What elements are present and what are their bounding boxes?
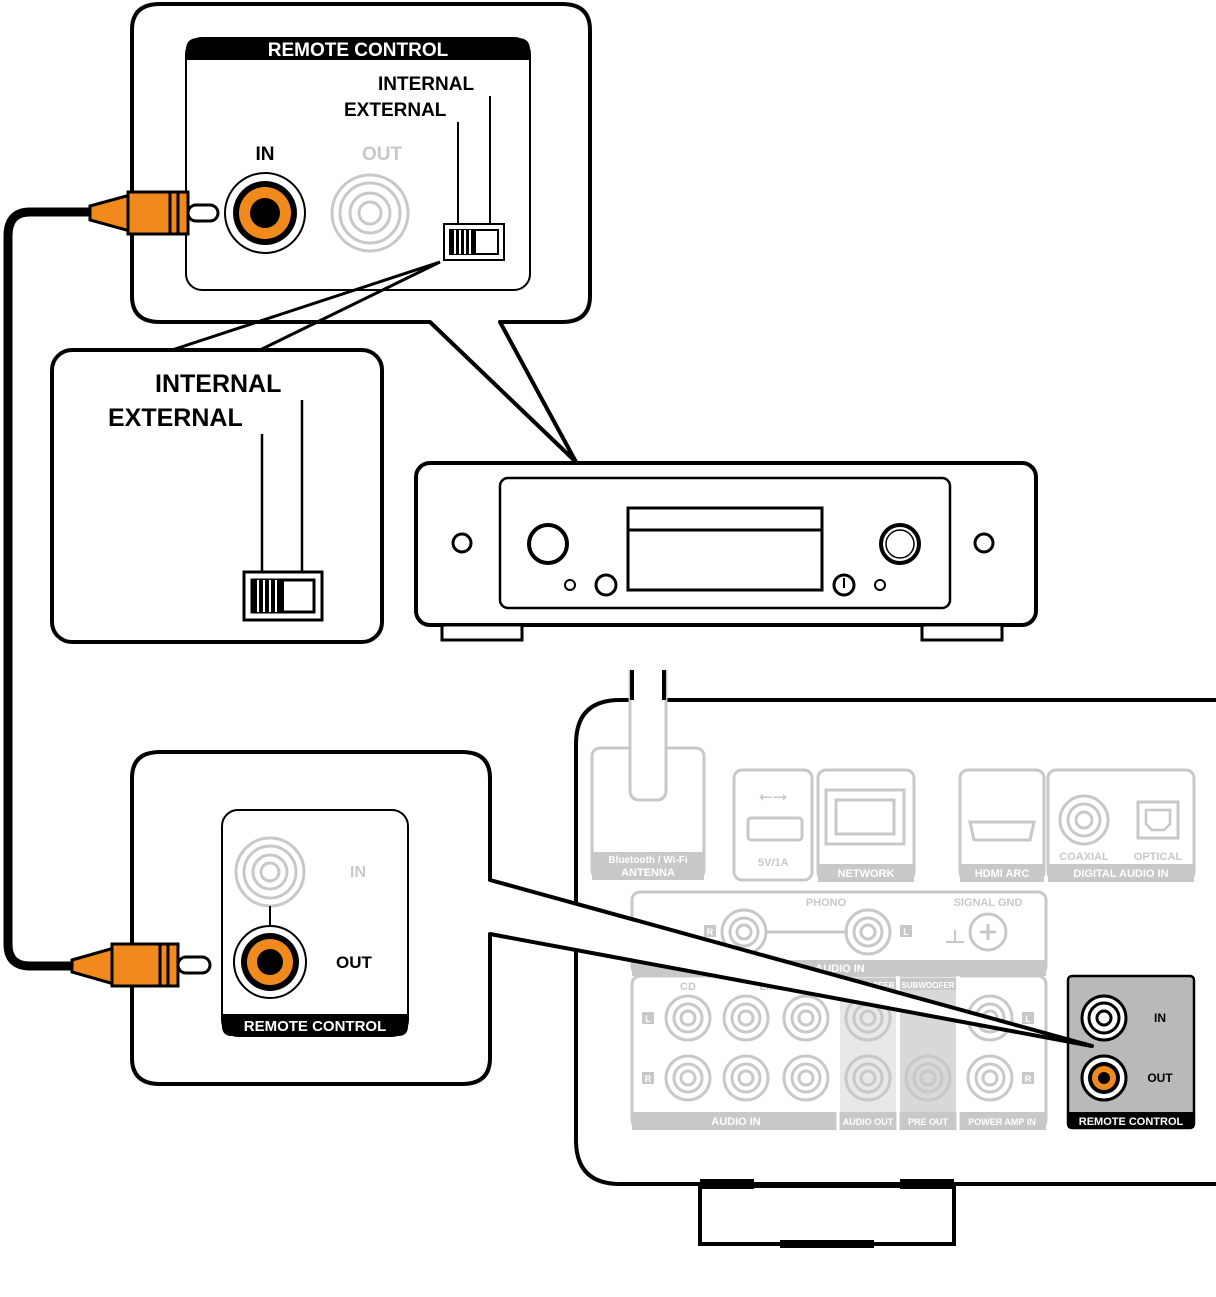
bottom-inset-footer: REMOTE CONTROL bbox=[244, 1018, 387, 1035]
bottom-rca-plug bbox=[70, 942, 212, 988]
rear-remote-control-label: REMOTE CONTROL bbox=[1079, 1116, 1184, 1128]
power-amp-in-label: POWER AMP IN bbox=[968, 1117, 1036, 1127]
usb-icon: ⭠⭢ bbox=[759, 786, 788, 807]
signal-gnd-label: SIGNAL GND bbox=[954, 897, 1023, 909]
top-inset: REMOTE CONTROL INTERNAL EXTERNAL IN OUT bbox=[88, 2, 592, 464]
audio-out-jack-r[interactable] bbox=[844, 1054, 892, 1102]
top-switch-external-label: EXTERNAL bbox=[344, 100, 447, 121]
audio-in-r-label: R bbox=[645, 1074, 652, 1084]
line-jack-l[interactable] bbox=[722, 994, 770, 1042]
digital-audio-in-section: COAXIAL OPTICAL DIGITAL AUDIO IN bbox=[1046, 768, 1196, 882]
bottom-jack-in-label: IN bbox=[350, 864, 366, 881]
zoom-external-label: EXTERNAL bbox=[108, 404, 243, 432]
top-switch-internal-label: INTERNAL bbox=[378, 74, 474, 95]
aux-jack-r[interactable] bbox=[782, 1054, 830, 1102]
switch-zoom-inset: INTERNAL EXTERNAL bbox=[50, 260, 441, 644]
audio-in-l-label: L bbox=[645, 1014, 651, 1024]
network-label: NETWORK bbox=[838, 868, 895, 880]
player-unit bbox=[414, 461, 1038, 642]
phono-jack-l[interactable] bbox=[844, 908, 892, 956]
usb-port[interactable]: ⭠⭢ 5V/1A bbox=[732, 768, 814, 882]
antenna-label-2: ANTENNA bbox=[621, 867, 675, 879]
signal-gnd-terminal[interactable] bbox=[946, 912, 1008, 952]
standby-indicator bbox=[973, 532, 995, 554]
top-mode-switch[interactable] bbox=[443, 223, 505, 261]
top-remote-out-jack[interactable] bbox=[330, 173, 410, 253]
optical-label: OPTICAL bbox=[1134, 851, 1183, 863]
coaxial-jack[interactable] bbox=[1058, 794, 1110, 846]
top-remote-in-jack[interactable] bbox=[224, 172, 306, 254]
phono-l-label: L bbox=[903, 927, 909, 937]
coaxial-label: COAXIAL bbox=[1059, 851, 1109, 863]
top-jack-in-label: IN bbox=[256, 144, 275, 165]
phono-r-label: R bbox=[707, 927, 714, 937]
hdmi-arc-label: HDMI ARC bbox=[975, 868, 1030, 880]
zoom-internal-label: INTERNAL bbox=[155, 370, 281, 398]
audio-in-label: AUDIO IN bbox=[711, 1116, 761, 1128]
hdmi-arc-port[interactable]: HDMI ARC bbox=[958, 768, 1046, 882]
rear-remote-in-jack[interactable] bbox=[1080, 994, 1128, 1042]
rear-remote-control-section: IN OUT REMOTE CONTROL bbox=[1066, 974, 1196, 1130]
subwoofer-label-b: SUBWOOFER bbox=[902, 981, 955, 990]
bottom-jack-out-label: OUT bbox=[336, 953, 373, 972]
network-port[interactable]: NETWORK bbox=[816, 768, 916, 882]
top-inset-header: REMOTE CONTROL bbox=[268, 40, 449, 61]
power-amp-l-label: L bbox=[1025, 1014, 1031, 1024]
antenna-section: Bluetooth / Wi-Fi ANTENNA bbox=[590, 670, 706, 880]
pre-out-jack[interactable] bbox=[904, 1054, 952, 1102]
optical-jack[interactable] bbox=[1136, 800, 1180, 840]
top-rca-plug bbox=[88, 190, 220, 236]
power-amp-r-label: R bbox=[1025, 1074, 1032, 1084]
cd-jack-l[interactable] bbox=[664, 994, 712, 1042]
power-amp-in-jack-r[interactable] bbox=[966, 1054, 1014, 1102]
aux-jack-l[interactable] bbox=[782, 994, 830, 1042]
power-button[interactable] bbox=[451, 532, 473, 554]
phones-jack[interactable] bbox=[594, 573, 618, 597]
bottom-inset: REMOTE CONTROL IN OUT bbox=[70, 750, 1094, 1086]
cd-label: CD bbox=[680, 981, 696, 993]
rear-remote-out-label: OUT bbox=[1147, 1071, 1173, 1085]
top-jack-out-label: OUT bbox=[362, 144, 403, 165]
audio-out-label: AUDIO OUT bbox=[843, 1117, 894, 1127]
line-jack-r[interactable] bbox=[722, 1054, 770, 1102]
amplifier-rear-panel: Bluetooth / Wi-Fi ANTENNA ⭠⭢ 5V/1A NETWO… bbox=[574, 670, 1216, 1248]
bottom-remote-out-jack[interactable] bbox=[233, 925, 307, 999]
pre-out-label: PRE OUT bbox=[908, 1117, 949, 1127]
rear-remote-in-label: IN bbox=[1154, 1011, 1166, 1025]
zoom-mode-switch bbox=[242, 570, 324, 622]
antenna-label-1: Bluetooth / Wi-Fi bbox=[608, 855, 688, 866]
digital-audio-in-label: DIGITAL AUDIO IN bbox=[1073, 868, 1168, 880]
left-knob[interactable] bbox=[527, 523, 569, 565]
remote-cable bbox=[3, 207, 95, 971]
usb-rating: 5V/1A bbox=[758, 857, 789, 869]
rear-remote-out-jack[interactable] bbox=[1080, 1054, 1128, 1102]
phono-label: PHONO bbox=[806, 897, 847, 909]
cd-jack-r[interactable] bbox=[664, 1054, 712, 1102]
